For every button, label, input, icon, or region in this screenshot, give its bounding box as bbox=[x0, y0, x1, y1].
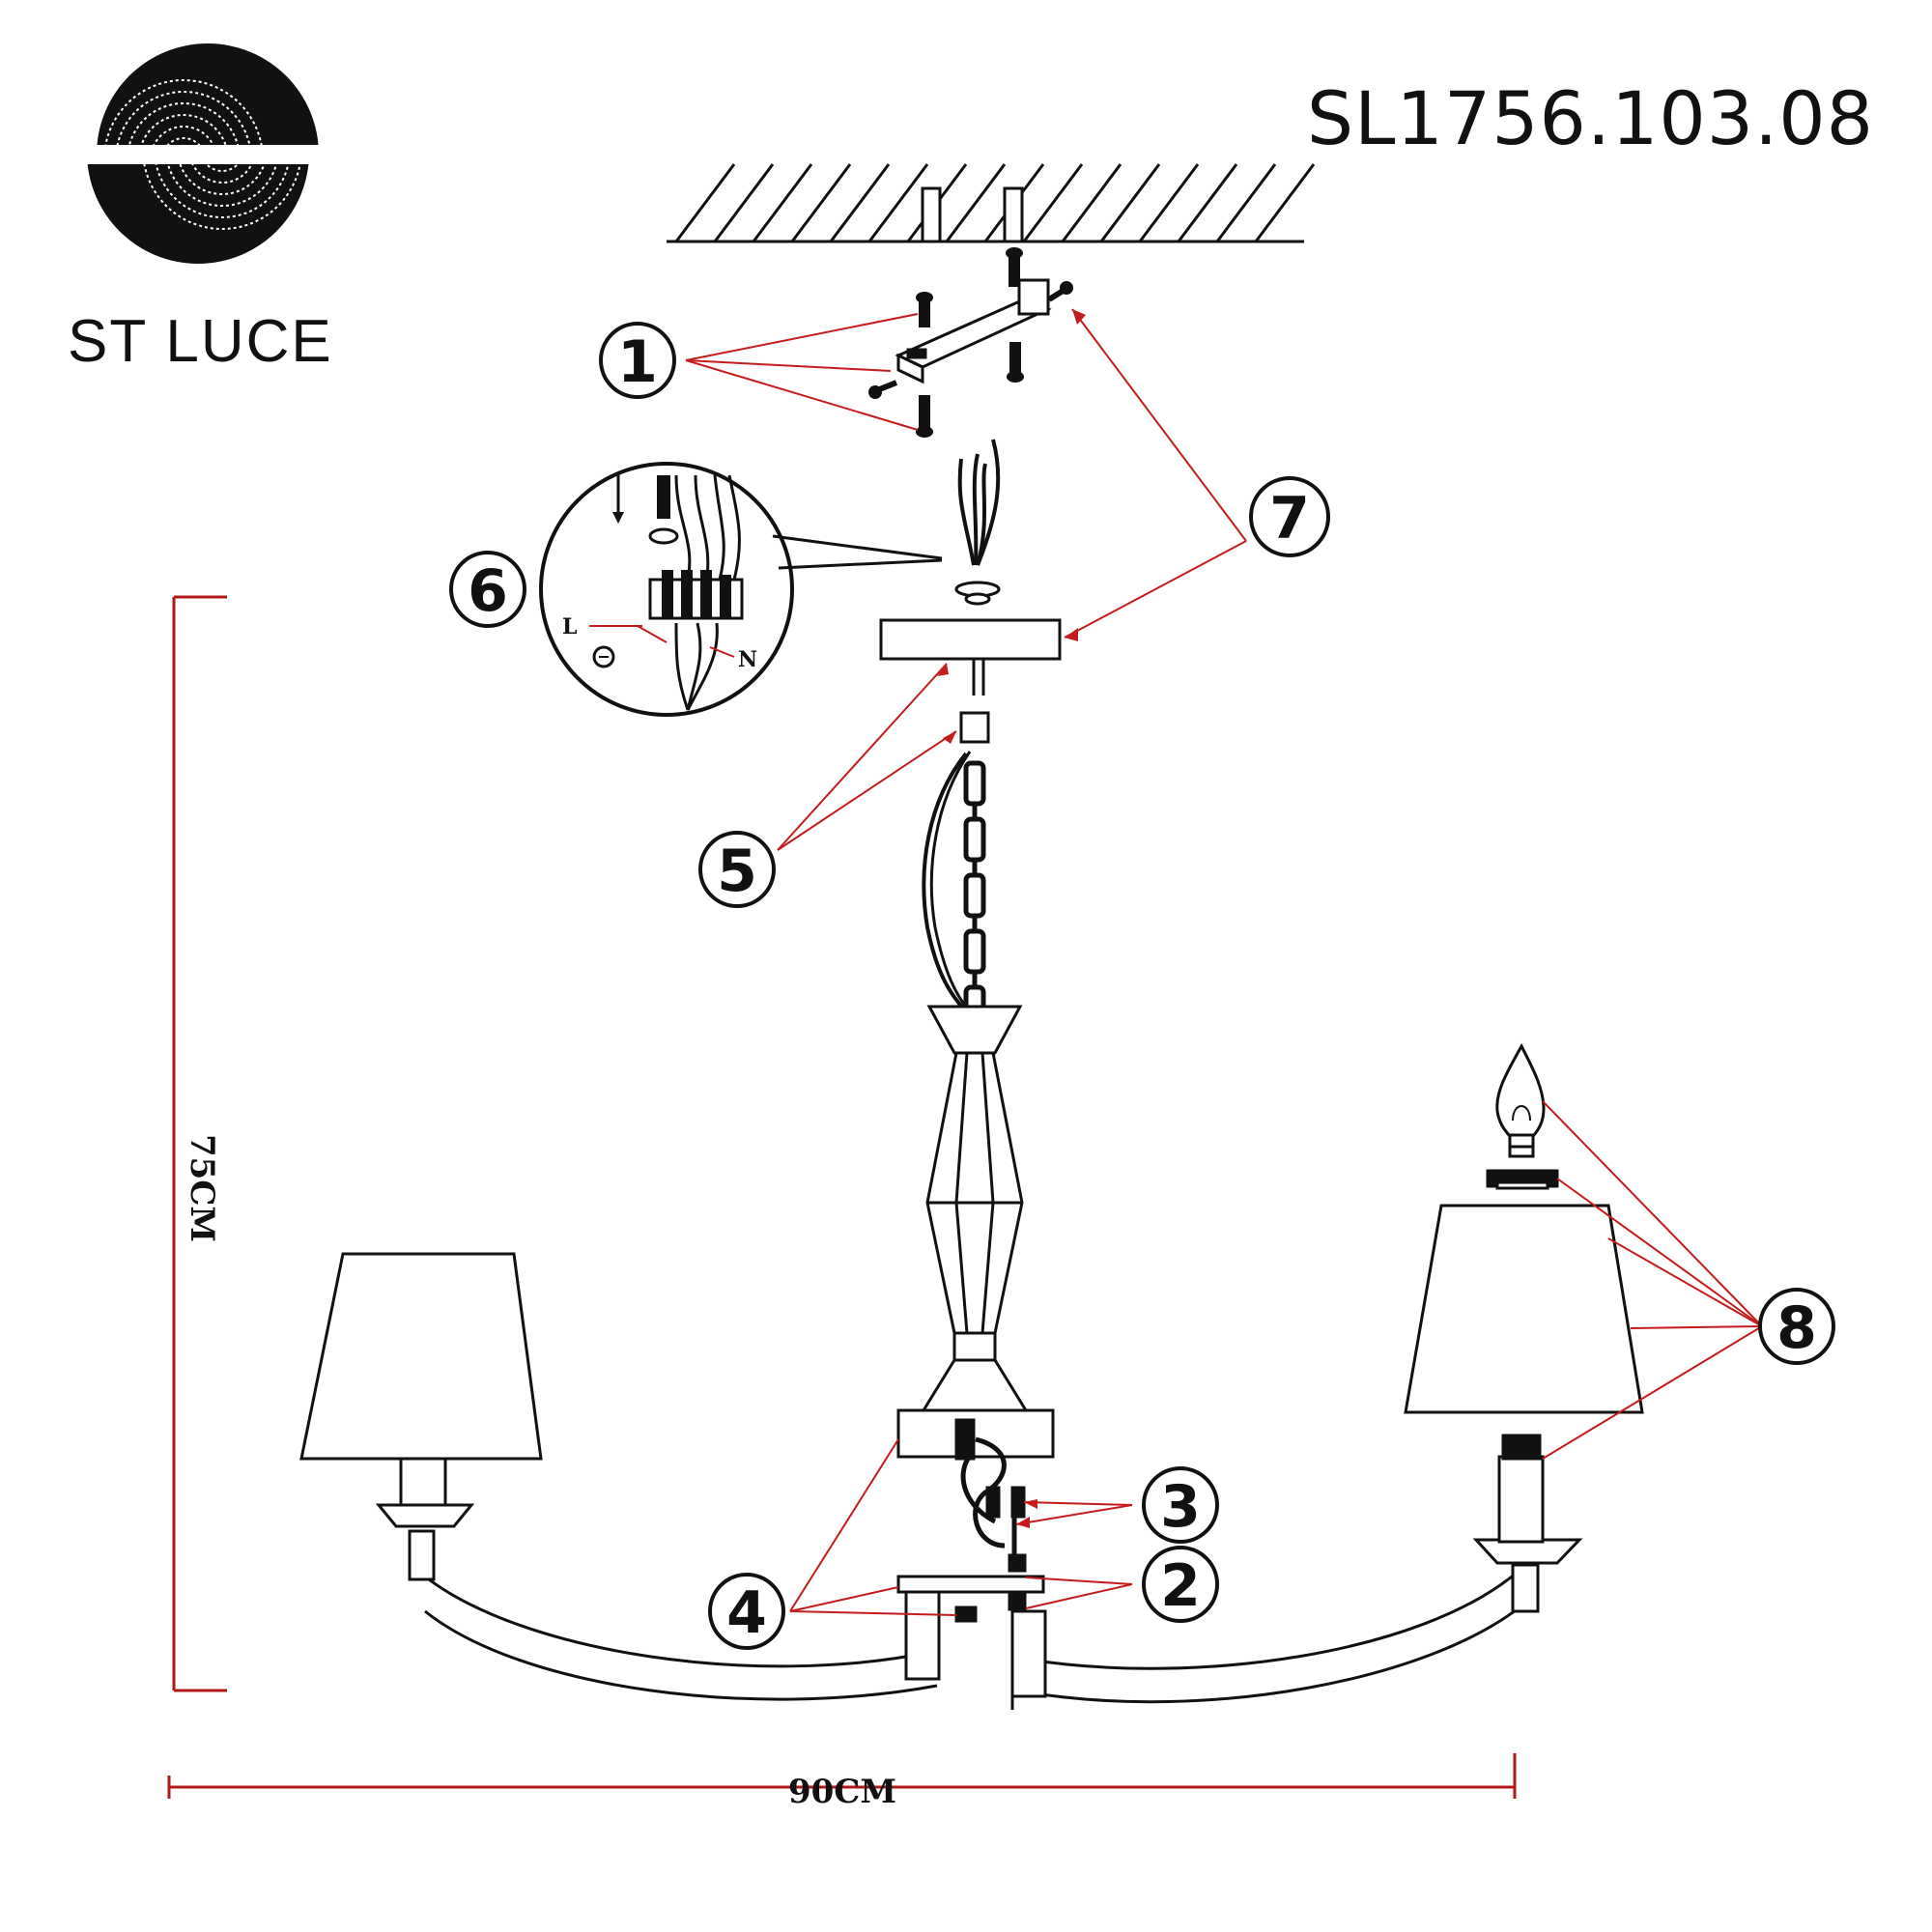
callout-1: 1 bbox=[599, 322, 676, 399]
svg-text:4: 4 bbox=[726, 1579, 767, 1647]
leader-arrowheads bbox=[937, 309, 1086, 1528]
ceiling bbox=[667, 163, 1316, 243]
central-column bbox=[896, 1005, 1055, 1459]
callout-8: 8 bbox=[1758, 1288, 1835, 1365]
height-label: 75CM bbox=[183, 1134, 221, 1242]
model-code: SL1756.103.08 bbox=[1306, 75, 1874, 161]
svg-text:2: 2 bbox=[1160, 1552, 1201, 1620]
svg-text:6: 6 bbox=[468, 557, 508, 625]
neutral-label: N bbox=[738, 647, 757, 672]
mounting-bracket bbox=[895, 278, 1052, 384]
screws bbox=[868, 247, 1073, 438]
callout-3: 3 bbox=[1142, 1466, 1219, 1544]
leader-lines bbox=[685, 308, 1763, 1616]
svg-text:8: 8 bbox=[1776, 1294, 1817, 1362]
bulb-icon bbox=[1495, 1042, 1546, 1158]
st-luce-logo-icon bbox=[87, 43, 319, 264]
svg-text:3: 3 bbox=[1160, 1473, 1201, 1541]
svg-text:1: 1 bbox=[617, 328, 658, 396]
lower-body bbox=[896, 1418, 1045, 1623]
height-dimension bbox=[172, 595, 227, 1692]
callout-6: 6 bbox=[449, 551, 526, 628]
arms bbox=[424, 1571, 1525, 1710]
svg-text:7: 7 bbox=[1269, 485, 1310, 553]
callout-7: 7 bbox=[1249, 476, 1330, 557]
callout-2: 2 bbox=[1142, 1546, 1219, 1623]
brand-name: ST LUCE bbox=[68, 308, 333, 375]
left-lamp bbox=[299, 1252, 543, 1581]
callout-4: 4 bbox=[708, 1573, 785, 1650]
callout-5: 5 bbox=[698, 831, 776, 908]
supply-wires bbox=[957, 439, 1001, 566]
svg-text:5: 5 bbox=[717, 838, 757, 905]
width-dimension bbox=[167, 1753, 1517, 1799]
canopy bbox=[879, 581, 1062, 744]
right-lamp bbox=[1404, 1169, 1644, 1613]
width-label: 90CM bbox=[788, 1773, 896, 1811]
live-label: L bbox=[562, 614, 577, 639]
chain bbox=[922, 751, 986, 1029]
wiring-detail-inset: L N bbox=[539, 462, 943, 717]
